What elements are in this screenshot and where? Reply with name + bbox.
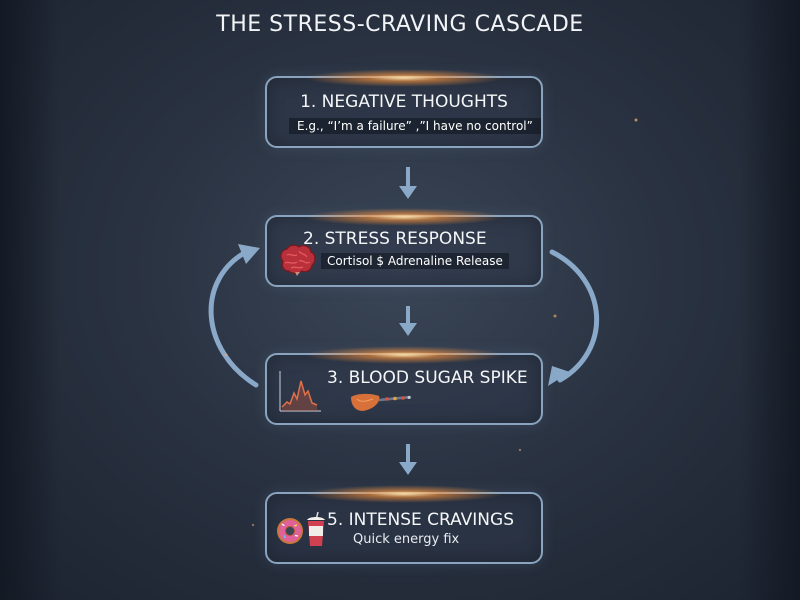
step-subtitle: Cortisol $ Adrenaline Release	[321, 253, 509, 269]
step-subtitle: Quick energy fix	[353, 532, 460, 547]
down-arrow-1	[399, 167, 417, 199]
liver-icon	[351, 393, 412, 411]
left-loop-arrow	[208, 244, 260, 388]
spike-chart-icon	[279, 371, 321, 412]
step-title: 3. BLOOD SUGAR SPIKE	[327, 368, 528, 388]
page-title: THE STRESS-CRAVING CASCADE	[216, 12, 584, 37]
drink-cup-icon	[307, 512, 325, 546]
step-title: 2. STRESS RESPONSE	[303, 229, 487, 249]
left-vignette	[0, 0, 60, 600]
down-arrow-3	[399, 444, 417, 475]
step-stress-response: 2. STRESS RESPONSE Cortisol $ Adrenaline…	[265, 208, 543, 287]
step-intense-cravings: 5. INTENSE CRAVINGS Quick energy fix	[265, 485, 543, 564]
step-negative-thoughts: 1. NEGATIVE THOUGHTS E.g., “I’m a failur…	[265, 69, 543, 148]
step-blood-sugar-spike: 3. BLOOD SUGAR SPIKE	[265, 346, 543, 425]
right-loop-arrow	[548, 249, 599, 386]
step-subtitle: E.g., “I’m a failure” ,”I have no contro…	[289, 118, 541, 134]
right-vignette	[740, 0, 800, 600]
donut-icon	[277, 518, 303, 544]
brain-icon	[280, 244, 316, 276]
step-title: 1. NEGATIVE THOUGHTS	[300, 92, 508, 112]
down-arrow-2	[399, 306, 417, 336]
step-title: 5. INTENSE CRAVINGS	[327, 510, 514, 530]
